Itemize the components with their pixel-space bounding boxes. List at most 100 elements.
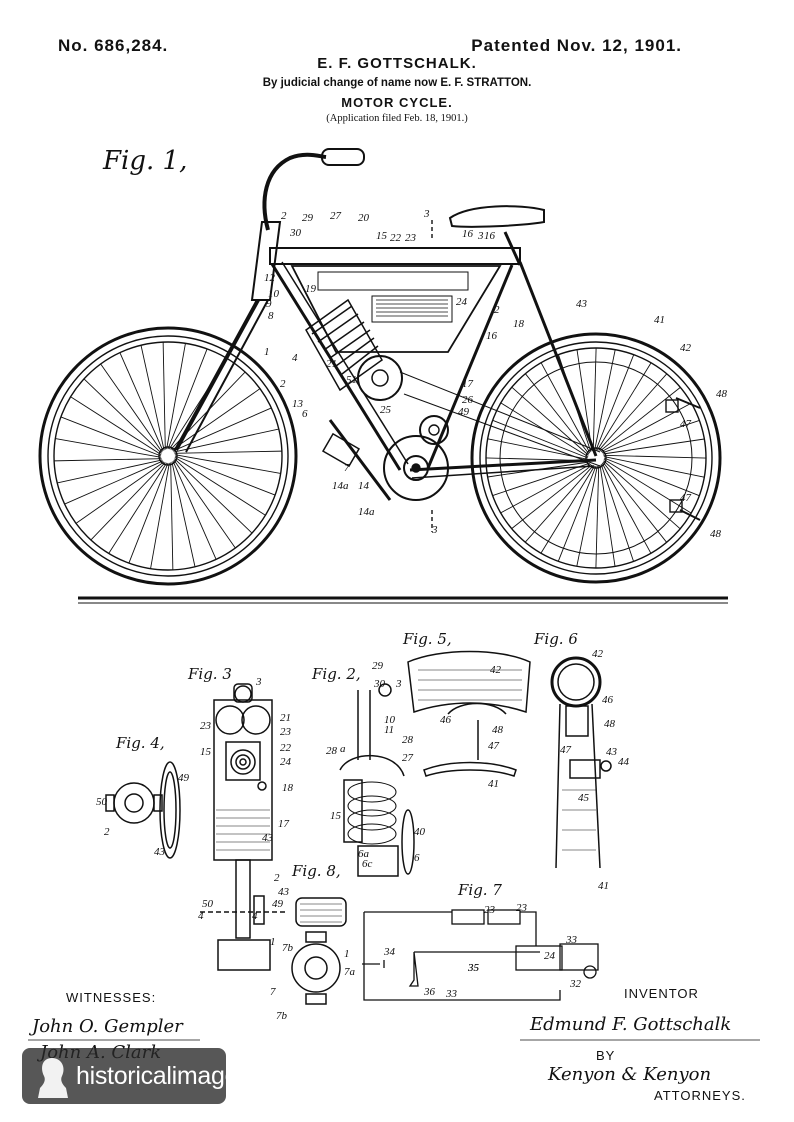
fig3-reference-numeral: 4	[198, 910, 204, 922]
fig1-reference-numeral: 23	[405, 232, 416, 244]
fig6-reference-numeral: 46	[602, 694, 613, 706]
fig3-reference-numeral: 4	[252, 910, 258, 922]
fig1-reference-numeral: 16	[462, 228, 473, 240]
fig7-reference-numeral: 32	[570, 978, 581, 990]
wheel-spoke	[83, 378, 162, 454]
wheel-spoke	[511, 386, 589, 456]
fig3-reference-numeral: 24	[280, 756, 291, 768]
fig4-reference-numeral: 50	[96, 796, 107, 808]
watermark-badge: historicalimages	[22, 1048, 251, 1104]
rear-wheel	[470, 332, 722, 584]
wheel-spoke	[174, 450, 282, 454]
patent-title: MOTOR CYCLE.	[341, 95, 453, 110]
fig1-reference-numeral: 9	[266, 298, 272, 310]
fig1-reference-numeral: 21	[326, 358, 337, 370]
wheel-spoke	[511, 464, 593, 529]
fig2-reference-numeral: 6	[414, 852, 420, 864]
wheel-spoke	[57, 459, 163, 484]
fig5-reference-numeral: 42	[490, 664, 501, 676]
wheel-spoke	[557, 465, 597, 562]
fig4-label: Fig. 4,	[116, 734, 165, 752]
fig8-drawing	[291, 897, 347, 1005]
fig1-reference-numeral: 26	[462, 394, 473, 406]
fig2-reference-numeral: 30	[374, 678, 385, 690]
fig1-reference-numeral: 51	[346, 374, 357, 386]
name-change-note: By judicial change of name now E. F. STR…	[262, 77, 532, 89]
fig1-reference-numeral: 2	[280, 378, 286, 390]
fig1-reference-numeral: 29	[302, 212, 313, 224]
wheel-spoke	[576, 349, 593, 452]
fig3-reference-numeral: 23	[200, 720, 211, 732]
fig6-reference-numeral: 42	[592, 648, 603, 660]
wheel-spoke	[576, 465, 598, 567]
fig4-drawing	[105, 761, 181, 859]
attorneys-label: ATTORNEYS.	[654, 1088, 746, 1103]
fig6-reference-numeral: 41	[598, 880, 609, 892]
wheel-spoke	[597, 362, 652, 451]
fig1-reference-numeral: 24	[456, 296, 467, 308]
fig7-reference-numeral: 36	[424, 986, 435, 998]
fig2-reference-numeral: 10	[384, 714, 395, 726]
wheel-spoke	[592, 347, 597, 451]
fig7-reference-numeral: 33	[446, 988, 457, 1000]
fig2-reference-numeral: a	[340, 743, 346, 755]
fig1-reference-numeral: 43	[576, 298, 587, 310]
fig3-reference-numeral: 1	[270, 936, 276, 948]
fig1-reference-numeral: 17	[462, 378, 473, 390]
fig5-reference-numeral: 47	[488, 740, 499, 752]
wheel-spoke	[128, 462, 169, 564]
fig1-reference-numeral: 18	[513, 318, 524, 330]
fig2-reference-numeral: 3	[396, 678, 402, 690]
fig1-reference-numeral: 30	[290, 227, 301, 239]
fig1-reference-numeral: 47	[680, 492, 691, 504]
fig3-reference-numeral: 15	[200, 746, 211, 758]
fig3-reference-numeral: 43	[278, 886, 289, 898]
fig6-reference-numeral: 47	[560, 744, 571, 756]
wheel-spoke	[64, 460, 164, 505]
fig3-label: Fig. 3	[188, 665, 232, 683]
wheel-spoke	[150, 462, 170, 569]
fig1-reference-numeral: 16	[484, 230, 495, 242]
fig1-reference-numeral: 22	[390, 232, 401, 244]
bust-icon	[38, 1058, 68, 1098]
application-date: (Application filed Feb. 18, 1901.)	[326, 113, 468, 124]
fig5-reference-numeral: 41	[488, 778, 499, 790]
wheel-spoke	[598, 373, 668, 451]
fig7-circuit-drawing	[362, 909, 599, 1001]
fig1-reference-numeral: 4	[292, 352, 298, 364]
wheel-spoke	[603, 457, 700, 497]
fig1-reference-numeral: 16	[486, 330, 497, 342]
wheel-spoke	[140, 345, 165, 451]
wheel-spoke	[524, 465, 594, 543]
fig1-reference-numeral: 14a	[332, 480, 349, 492]
wheel-spoke	[600, 463, 634, 562]
fig1-reference-numeral: 13	[292, 398, 303, 410]
fig6-label: Fig. 6	[534, 630, 578, 648]
fig1-reference-numeral: 47	[680, 418, 691, 430]
fig1-reference-numeral: 14	[358, 480, 369, 492]
fig1-motorcycle-drawing	[38, 148, 728, 604]
fig1-reference-numeral: 10	[268, 288, 279, 300]
attorney-signature: Kenyon & Kenyon	[548, 1064, 712, 1085]
fig1-reference-numeral: 19	[305, 283, 316, 295]
fig1-reference-numeral: 8	[268, 310, 274, 322]
wheel-spoke	[171, 461, 196, 567]
by-label: BY	[596, 1048, 616, 1063]
fig2-reference-numeral: 40	[414, 826, 425, 838]
fig2-reference-numeral: 6a	[358, 848, 369, 860]
wheel-spoke	[174, 455, 276, 496]
fig2-reference-numeral: 6c	[362, 858, 373, 870]
wheel-spoke	[500, 463, 592, 514]
inventor-name: E. F. GOTTSCHALK.	[317, 55, 477, 72]
inventor-label: INVENTOR	[624, 986, 699, 1001]
fig1-reference-numeral: 48	[716, 388, 727, 400]
fig2-drawing	[339, 683, 415, 877]
fig5-drawing	[407, 650, 531, 777]
wheel-spoke	[595, 354, 635, 451]
fig3-reference-numeral: 17	[278, 818, 289, 830]
fig3-reference-numeral: 22	[280, 742, 291, 754]
fig1-reference-numeral: 48	[710, 528, 721, 540]
wheel-spoke	[60, 416, 162, 457]
wheel-spoke	[100, 363, 163, 453]
patent-number: No. 686,284.	[58, 36, 169, 55]
